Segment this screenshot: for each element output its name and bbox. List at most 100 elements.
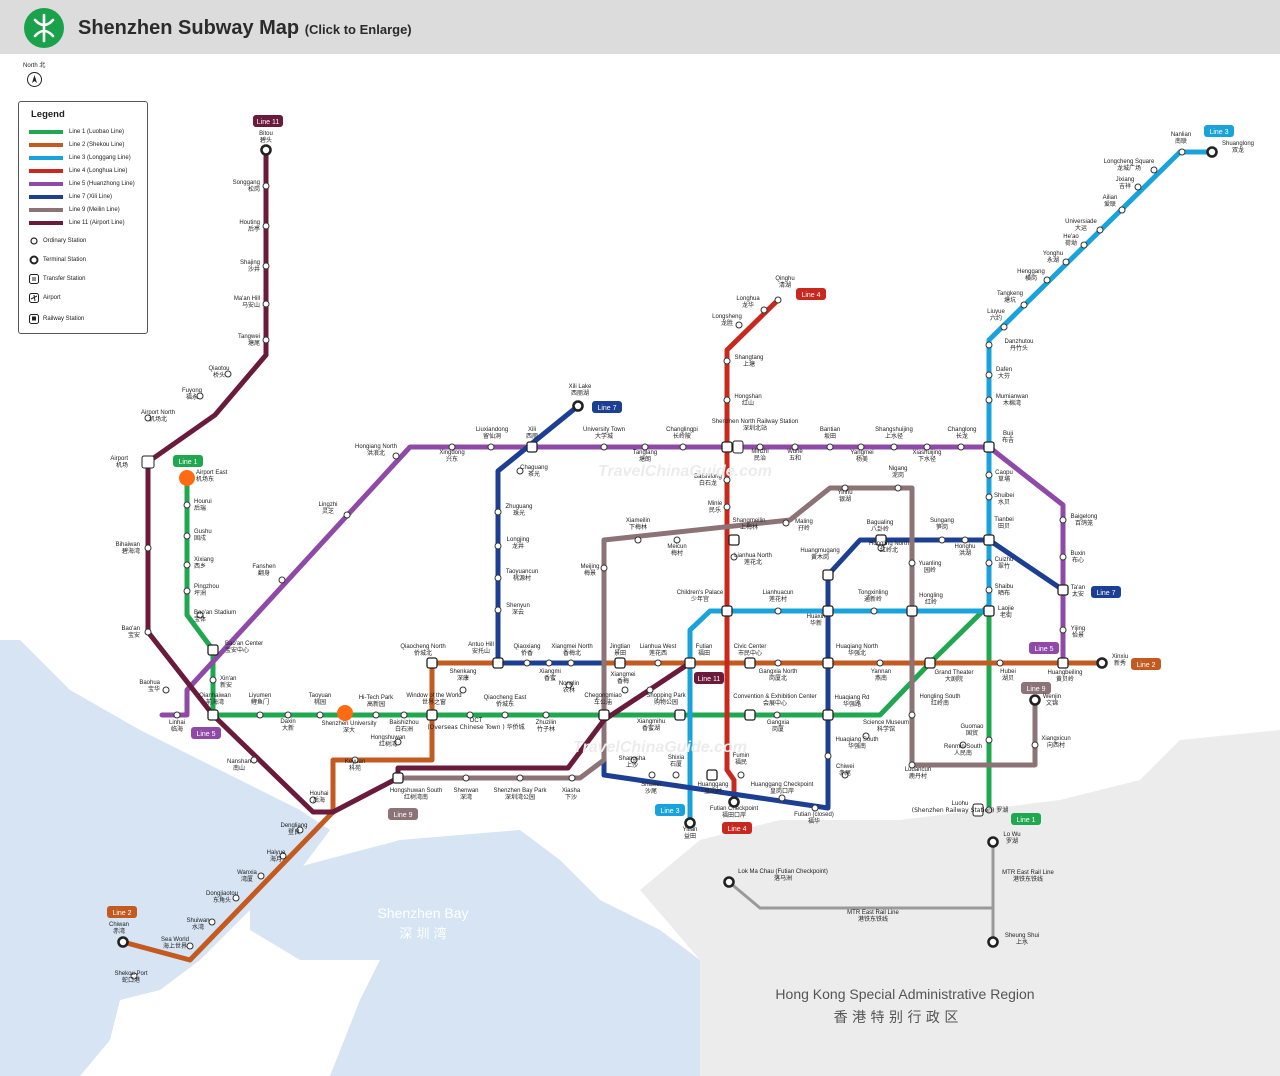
station-dot-icon[interactable] <box>723 357 731 365</box>
station-name[interactable]: Cuizhu <box>995 557 1014 563</box>
station-dot-icon[interactable] <box>646 686 654 694</box>
station-name[interactable]: Baohua <box>139 680 160 686</box>
station-dot-icon[interactable] <box>778 794 786 802</box>
station-dot-icon[interactable] <box>262 300 270 308</box>
transfer-station-icon[interactable] <box>426 709 438 721</box>
station-dot-icon[interactable] <box>183 587 191 595</box>
station-dot-icon[interactable] <box>621 686 629 694</box>
station-dot-icon[interactable] <box>774 659 782 667</box>
station-name[interactable]: Xili Lake <box>569 384 592 390</box>
station-dot-icon[interactable] <box>773 711 781 719</box>
station-dot-icon[interactable] <box>296 826 304 834</box>
station-name[interactable]: Houhai <box>309 791 328 797</box>
station-dot-icon[interactable] <box>923 443 931 451</box>
station-name[interactable]: Wuhe <box>787 449 803 455</box>
station-dot-icon[interactable] <box>959 741 967 749</box>
transfer-station-icon[interactable] <box>983 534 995 546</box>
station-name[interactable]: Window of the World <box>406 693 461 699</box>
station-name[interactable]: Hubei <box>1000 669 1016 675</box>
terminal-station-icon[interactable] <box>1206 146 1218 158</box>
station-name[interactable]: Liuxiandong <box>476 427 508 433</box>
railway-icon[interactable] <box>972 803 984 817</box>
station-dot-icon[interactable] <box>679 443 687 451</box>
station-name[interactable]: Liyumen <box>249 693 272 699</box>
station-name[interactable]: Convention & Exhibition Center <box>733 694 816 700</box>
transfer-station-icon[interactable] <box>526 441 538 453</box>
station-name[interactable]: Chiwei <box>836 764 854 770</box>
station-name[interactable]: Luohu <box>952 801 969 807</box>
station-name[interactable]: Yijing <box>1071 626 1085 632</box>
station-name[interactable]: Laojie <box>998 606 1015 612</box>
station-name[interactable]: Fumin <box>733 753 750 759</box>
station-name[interactable]: Lingzhi <box>318 502 337 508</box>
station-name[interactable]: Shuanglong <box>1222 141 1254 147</box>
station-name[interactable]: Sheung Shui <box>1005 933 1039 939</box>
line-badge[interactable] <box>1204 125 1234 137</box>
station-name[interactable]: Lianhuacun <box>762 590 793 596</box>
transfer-station-icon[interactable] <box>744 709 756 721</box>
terminal-station-icon[interactable] <box>260 144 272 156</box>
station-name[interactable]: Longcheng Square <box>1104 159 1155 165</box>
station-name[interactable]: Meicun <box>667 544 686 550</box>
station-dot-icon[interactable] <box>1031 741 1039 749</box>
station-dot-icon[interactable] <box>262 222 270 230</box>
station-dot-icon[interactable] <box>985 586 993 594</box>
station-name[interactable]: Bihaiwan <box>116 542 140 548</box>
station-dot-icon[interactable] <box>1096 226 1104 234</box>
station-name[interactable]: Huangbeiling <box>1047 670 1082 676</box>
station-name[interactable]: Shopping Park <box>646 693 686 699</box>
station-dot-icon[interactable] <box>877 544 885 552</box>
station-name[interactable]: Civic Center <box>734 644 767 650</box>
station-name[interactable]: Antuo Hill <box>468 642 494 648</box>
station-dot-icon[interactable] <box>394 738 402 746</box>
station-name[interactable]: Liuyue <box>987 309 1005 315</box>
station-dot-icon[interactable] <box>183 561 191 569</box>
station-dot-icon[interactable] <box>723 503 731 511</box>
station-dot-icon[interactable] <box>1059 626 1067 634</box>
station-name[interactable]: Taoyuancun <box>506 569 538 575</box>
station-name[interactable]: Shenyun <box>506 603 530 609</box>
station-name[interactable]: Ludancun <box>905 767 931 773</box>
terminal-station-icon[interactable] <box>684 817 696 829</box>
station-dot-icon[interactable] <box>1059 516 1067 524</box>
transfer-station-icon[interactable] <box>924 657 936 669</box>
station-dot-icon[interactable] <box>183 501 191 509</box>
station-dot-icon[interactable] <box>961 536 969 544</box>
station-name[interactable]: Xiameilin <box>626 518 650 524</box>
station-dot-icon[interactable] <box>857 443 865 451</box>
station-name[interactable]: Futian Checkpoint <box>710 806 759 812</box>
station-name[interactable]: Airport East <box>196 470 228 476</box>
station-name[interactable]: Xiangmi <box>539 669 561 675</box>
station-name[interactable]: Yinhu <box>837 490 852 496</box>
line-badge[interactable] <box>1131 658 1161 670</box>
station-dot-icon[interactable] <box>723 396 731 404</box>
station-name[interactable]: Bantian <box>820 427 840 433</box>
station-dot-icon[interactable] <box>824 752 832 760</box>
station-name[interactable]: Minzhi <box>751 449 768 455</box>
station-dot-icon[interactable] <box>459 686 467 694</box>
transfer-station-icon[interactable] <box>822 657 834 669</box>
station-dot-icon[interactable] <box>1118 206 1126 214</box>
page-title[interactable]: Shenzhen Subway Map (Click to Enlarge) <box>78 17 412 40</box>
line-badge[interactable] <box>655 804 685 816</box>
station-dot-icon[interactable] <box>908 711 916 719</box>
line-badge[interactable] <box>722 822 752 834</box>
station-dot-icon[interactable] <box>985 806 993 814</box>
transfer-station-icon[interactable] <box>822 569 834 581</box>
station-name[interactable]: Hourui <box>194 499 212 505</box>
station-name[interactable]: Maling <box>795 519 813 525</box>
terminal-station-icon[interactable] <box>723 876 735 888</box>
station-name[interactable]: Xinxiu <box>1112 654 1128 660</box>
station-dot-icon[interactable] <box>782 519 790 527</box>
station-name[interactable]: Jingtian <box>610 644 631 650</box>
station-name[interactable]: He'ao <box>1063 234 1079 240</box>
station-dot-icon[interactable] <box>183 532 191 540</box>
terminal-station-icon[interactable] <box>1029 694 1041 706</box>
station-name[interactable]: Shenzhen Bay Park <box>493 788 547 794</box>
station-dot-icon[interactable] <box>250 756 258 764</box>
station-name[interactable]: Shaibu <box>995 584 1014 590</box>
station-name[interactable]: Chaguang <box>520 465 548 471</box>
station-dot-icon[interactable] <box>737 771 745 779</box>
station-dot-icon[interactable] <box>278 576 286 584</box>
railway-icon[interactable] <box>732 440 744 454</box>
